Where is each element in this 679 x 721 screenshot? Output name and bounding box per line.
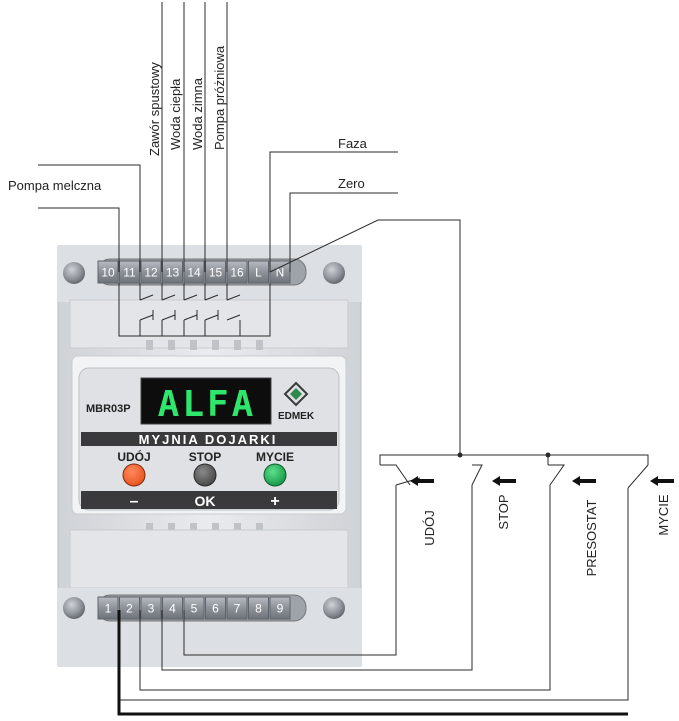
top-terminal-label: 16 (230, 266, 244, 280)
bottom-terminal-label: 6 (212, 602, 219, 616)
udoj-symbol: – (130, 493, 139, 510)
wire-faza-to-switches (269, 219, 461, 455)
bottom-terminal (248, 596, 269, 620)
bottom-terminal-label: 2 (126, 602, 133, 616)
wire-common-bottom (117, 610, 628, 716)
label-woda-ciepla: Woda ciepła (168, 78, 183, 150)
top-terminal-label: 12 (144, 266, 158, 280)
bottom-terminal (140, 596, 162, 620)
bottom-terminal-label: 9 (277, 602, 284, 616)
arrow-icon (650, 476, 674, 486)
switch-label-presostat: PRESOSTAT (584, 500, 599, 577)
mycie-symbol: + (270, 493, 279, 510)
brand-label: EDMEK (278, 411, 315, 422)
led-display (140, 377, 272, 425)
bottom-terminal-label: 3 (148, 602, 155, 616)
bottom-terminal-label: 4 (169, 602, 176, 616)
bottom-terminal (119, 596, 140, 620)
arrow-icon (492, 476, 516, 486)
wire-pompa-melczna (38, 207, 120, 272)
top-terminal (248, 260, 269, 284)
wire-zero (289, 192, 398, 272)
switch-label-udoj: UDÓJ (422, 510, 437, 545)
mycie-button-label: MYCIE (256, 450, 294, 464)
wire-term-11 (38, 164, 141, 272)
stop-button-label: STOP (189, 450, 221, 464)
bottom-terminal (97, 596, 119, 620)
switch-label-mycie: MYCIE (656, 494, 671, 536)
label-pompa-prozniowa: Pompa próżniowa (212, 45, 227, 150)
panel-title: MYJNIA DOJARKI (139, 432, 278, 447)
label-pompa-melczna: Pompa melczna (8, 178, 102, 193)
switch-label-stop: STOP (496, 494, 511, 529)
bottom-terminal-label: 8 (255, 602, 262, 616)
label-zero: Zero (338, 176, 365, 191)
top-terminal-label: 15 (209, 266, 223, 280)
bottom-terminal (183, 596, 205, 620)
top-terminal-label: 14 (187, 266, 201, 280)
bottom-terminal-label: 5 (191, 602, 198, 616)
bottom-terminal (205, 596, 226, 620)
top-terminal-label: L (255, 266, 262, 280)
arrow-icon (572, 476, 596, 486)
top-terminal (140, 260, 162, 284)
udoj-button[interactable]: UDÓJ – (117, 449, 150, 510)
mycie-button[interactable]: MYCIE + (256, 450, 294, 510)
mounting-screw-icon (323, 597, 345, 619)
top-terminal-label: 13 (166, 266, 180, 280)
stop-button[interactable]: STOP OK (189, 450, 221, 509)
model-label: MBR03P (86, 403, 131, 415)
switch-arrows (410, 476, 674, 486)
mounting-screw-icon (323, 262, 345, 284)
wire-relay-common (118, 283, 271, 337)
top-terminal-label: 11 (123, 266, 136, 280)
label-faza: Faza (338, 136, 368, 151)
junction-dots (457, 452, 551, 458)
udoj-button-label: UDÓJ (117, 449, 150, 464)
label-woda-zimna: Woda zimna (190, 77, 205, 150)
bottom-terminal (162, 596, 183, 620)
arrow-icon (410, 476, 434, 486)
top-terminal-label: 10 (101, 266, 115, 280)
label-zawor-spustowy: Zawór spustowy (147, 62, 162, 156)
bottom-terminal (269, 596, 291, 620)
edmek-logo-icon (283, 381, 309, 407)
bottom-terminal (226, 596, 248, 620)
mounting-screw-icon (63, 262, 85, 284)
display-text: ALFA (158, 384, 257, 425)
bottom-terminal-label: 7 (234, 602, 241, 616)
top-terminal (97, 260, 119, 284)
mounting-screw-icon (63, 597, 85, 619)
bottom-terminal-label: 1 (105, 602, 112, 616)
wire-faza (269, 151, 398, 272)
top-terminal-label: N (276, 266, 285, 280)
stop-symbol: OK (195, 493, 216, 509)
